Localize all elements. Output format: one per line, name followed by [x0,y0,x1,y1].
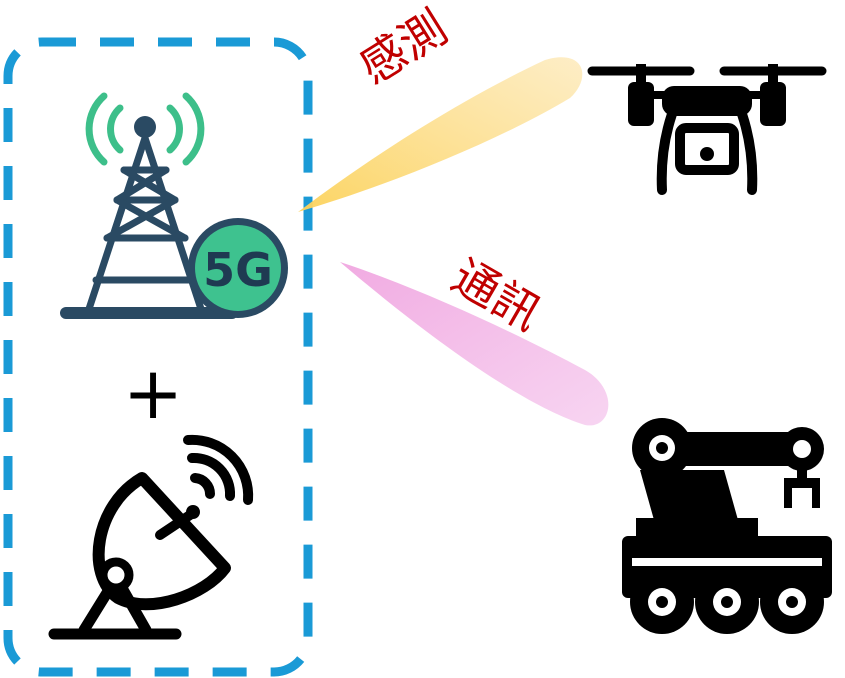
drone-icon [587,64,827,195]
5g-badge-text: 5G [203,243,273,297]
dashed-group-border [3,37,313,677]
robot-arm-vehicle-icon [622,418,832,634]
plus-sign: + [123,351,183,435]
sensing-beam [298,57,583,212]
communication-beam [340,262,609,426]
satellite-dish-icon [48,434,254,640]
5g-badge [188,218,288,318]
5g-tower-icon [60,92,238,319]
